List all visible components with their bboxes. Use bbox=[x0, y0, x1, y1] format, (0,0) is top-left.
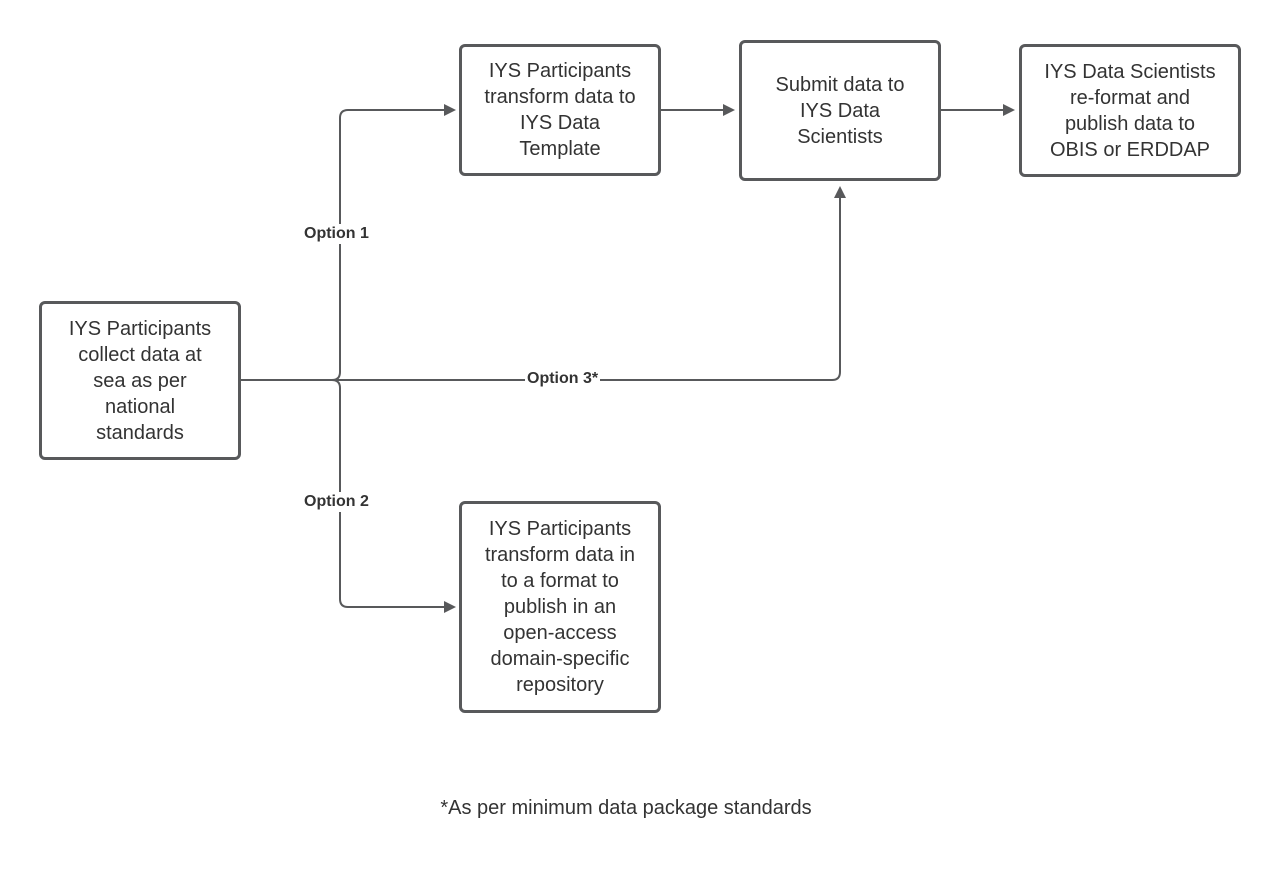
node-submit: Submit data to IYS Data Scientists bbox=[739, 40, 941, 181]
node-collect-label: IYS Participants collect data at sea as … bbox=[68, 317, 212, 444]
node-transform-repository: IYS Participants transform data in to a … bbox=[459, 501, 661, 713]
edge-label-option2: Option 2 bbox=[302, 492, 371, 512]
node-collect: IYS Participants collect data at sea as … bbox=[39, 301, 241, 460]
node-publish-label: IYS Data Scientists re-format and publis… bbox=[1044, 60, 1216, 161]
node-publish: IYS Data Scientists re-format and publis… bbox=[1019, 44, 1241, 177]
node-transform-template-label: IYS Participants transform data to IYS D… bbox=[484, 60, 636, 160]
connector-option3 bbox=[332, 186, 846, 381]
edge-label-option1: Option 1 bbox=[302, 224, 371, 244]
node-submit-label: Submit data to IYS Data Scientists bbox=[775, 73, 905, 148]
connector-option1 bbox=[331, 104, 456, 381]
edge-label-option3: Option 3* bbox=[525, 369, 601, 389]
footnote: *As per minimum data package standards bbox=[440, 797, 812, 819]
node-transform-template: IYS Participants transform data to IYS D… bbox=[459, 44, 661, 176]
node-transform-repository-label: IYS Participants transform data in to a … bbox=[484, 518, 636, 696]
